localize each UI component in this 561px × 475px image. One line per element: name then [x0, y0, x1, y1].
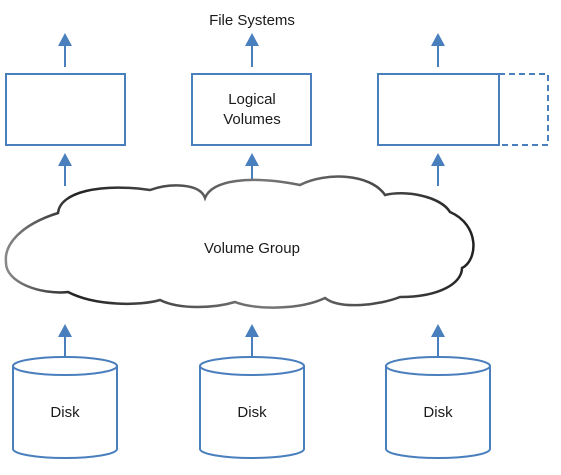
top-arrow-right	[431, 33, 445, 67]
disk-label-center: Disk	[237, 404, 267, 421]
logical-volumes-label-line1: Logical	[228, 91, 276, 108]
logical-volume-box-left	[5, 73, 126, 146]
disk-label-left: Disk	[50, 404, 80, 421]
volume-group-cloud	[4, 175, 475, 309]
disk-arrow-right	[431, 324, 445, 357]
top-arrow-left	[58, 33, 72, 67]
disk-cylinder-left: Disk	[12, 356, 118, 459]
disk-cylinder-right: Disk	[385, 356, 491, 459]
vg-arrow-left	[58, 153, 72, 186]
disk-cylinder-center: Disk	[199, 356, 305, 459]
logical-volume-box-right	[377, 73, 500, 146]
logical-volumes-label-line2: Volumes	[223, 111, 281, 128]
disk-arrow-center	[245, 324, 259, 357]
file-systems-label: File Systems	[209, 12, 295, 29]
disk-arrow-left	[58, 324, 72, 357]
disk-label-right: Disk	[423, 404, 453, 421]
volume-group-label: Volume Group	[204, 240, 300, 257]
vg-arrow-right	[431, 153, 445, 186]
logical-volume-box-extension	[499, 73, 549, 146]
logical-volume-box-center	[191, 73, 312, 146]
top-arrow-center	[245, 33, 259, 67]
